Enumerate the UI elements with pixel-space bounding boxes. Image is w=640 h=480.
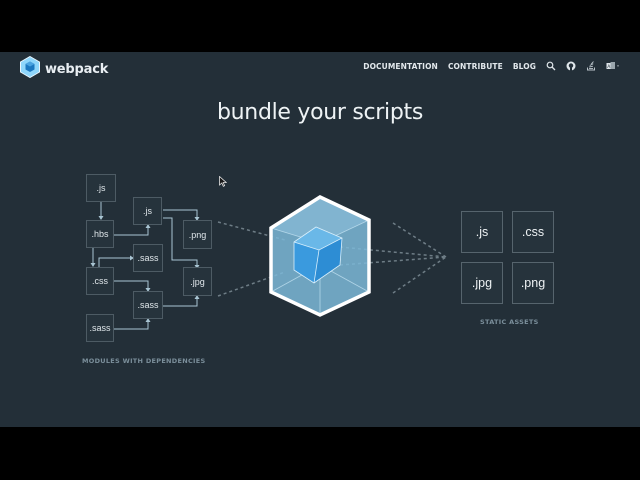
webpack-cube-icon — [269, 195, 371, 317]
webpack-homepage: webpack DOCUMENTATION CONTRIBUTE BLOG A … — [0, 52, 640, 427]
webpack-logo-link[interactable]: webpack — [20, 55, 109, 82]
main-nav: DOCUMENTATION CONTRIBUTE BLOG A — [363, 61, 620, 71]
hero-title: bundle your scripts — [217, 100, 423, 125]
webpack-logo-icon — [20, 55, 40, 82]
module-sass-a: .sass — [133, 244, 163, 272]
asset-jpg: .jpg — [461, 262, 503, 304]
module-js: .js — [133, 197, 162, 225]
asset-css: .css — [512, 211, 554, 253]
module-hbs: .hbs — [86, 220, 114, 248]
logo-text: webpack — [45, 61, 109, 77]
module-png: .png — [183, 220, 212, 249]
letterbox-top — [0, 0, 640, 52]
site-header: webpack DOCUMENTATION CONTRIBUTE BLOG A — [0, 52, 640, 82]
svg-text:A: A — [607, 64, 611, 70]
module-sass-b: .sass — [133, 291, 163, 319]
assets-caption: STATIC ASSETS — [480, 318, 539, 326]
asset-js: .js — [461, 211, 503, 253]
diagram-connectors — [90, 195, 447, 330]
nav-blog[interactable]: BLOG — [512, 61, 536, 71]
asset-png: .png — [512, 262, 554, 304]
nav-contribute[interactable]: CONTRIBUTE — [447, 61, 503, 71]
github-icon[interactable] — [566, 61, 576, 71]
letterbox-bottom — [0, 427, 640, 480]
stack-overflow-icon[interactable] — [586, 61, 596, 71]
module-js-entry: .js — [86, 174, 116, 202]
mouse-cursor-icon — [219, 176, 227, 187]
nav-documentation[interactable]: DOCUMENTATION — [363, 61, 438, 71]
search-icon[interactable] — [546, 61, 556, 71]
module-jpg: .jpg — [183, 267, 212, 296]
module-sass-c: .sass — [86, 314, 114, 342]
bundle-diagram: .js .js .hbs .png .sass .css .jpg .sass … — [0, 52, 640, 427]
modules-caption: MODULES WITH DEPENDENCIES — [82, 357, 206, 365]
language-icon[interactable]: A — [606, 61, 620, 71]
module-css: .css — [86, 267, 114, 295]
